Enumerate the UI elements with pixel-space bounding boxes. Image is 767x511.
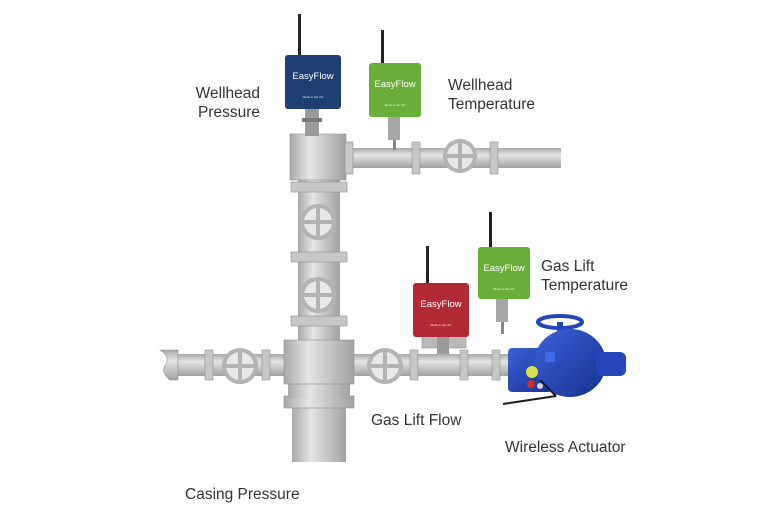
valve-wheel-lower-left — [222, 348, 258, 384]
gas-lift-flow-device-subtext: Made in the UK — [431, 323, 452, 327]
gas-lift-temperature-device: EasyFlow Made in the UK — [478, 212, 530, 334]
wellhead-pressure-device: EasyFlow Made in the UK — [285, 14, 341, 136]
wellhead-temperature-device: EasyFlow Made in the UK — [369, 30, 421, 150]
casing-pipe — [283, 384, 355, 462]
upper-tee — [289, 133, 561, 181]
gas-lift-flow-label: Gas Lift Flow — [371, 412, 462, 429]
wellhead-temperature-label: Wellhead Temperature — [448, 77, 536, 113]
valve-wheel-vertical-upper — [300, 204, 336, 240]
casing-pressure-label: Casing Pressure — [185, 486, 300, 503]
valve-wheel-lower-right — [367, 348, 403, 384]
wireless-actuator-label: Wireless Actuator — [505, 439, 626, 456]
gas-lift-temperature-label: Gas Lift Temperature — [541, 258, 629, 294]
valve-wheel-upper-horizontal — [443, 139, 477, 173]
wireless-actuator — [502, 314, 626, 405]
gas-lift-temperature-device-subtext: Made in the UK — [494, 287, 515, 291]
gas-lift-temperature-device-brand: EasyFlow — [483, 263, 524, 274]
wellhead-pressure-device-brand: EasyFlow — [292, 71, 333, 82]
gas-lift-flow-device: EasyFlow Made in the UK — [413, 246, 469, 354]
wellhead-pressure-device-subtext: Made in the UK — [303, 95, 324, 99]
wellhead-pressure-label: Wellhead Pressure — [195, 85, 260, 121]
wellhead-temperature-device-subtext: Made in the UK — [385, 103, 406, 107]
wellhead-temperature-device-brand: EasyFlow — [374, 79, 415, 90]
gas-lift-flow-device-brand: EasyFlow — [420, 299, 461, 310]
valve-wheel-vertical-lower — [300, 277, 336, 313]
